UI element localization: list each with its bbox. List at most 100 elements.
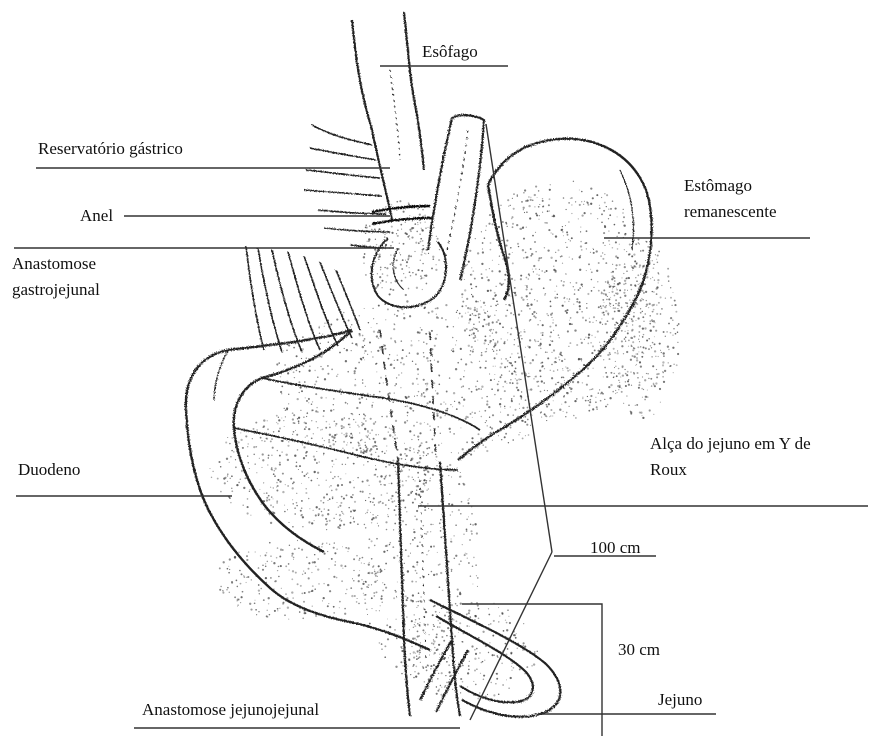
stipple-dot bbox=[463, 405, 464, 406]
stipple-dot bbox=[349, 481, 351, 483]
stipple-dot bbox=[296, 355, 298, 357]
stipple-dot bbox=[664, 370, 666, 372]
stipple-dot bbox=[553, 319, 554, 320]
stipple-dot bbox=[532, 313, 534, 315]
stipple-dot bbox=[642, 417, 644, 419]
stipple-dot bbox=[423, 277, 424, 278]
stipple-dot bbox=[584, 212, 586, 214]
stipple-dot bbox=[289, 545, 290, 546]
stipple-dot bbox=[284, 505, 285, 506]
stipple-dot bbox=[523, 623, 524, 624]
stipple-dot bbox=[362, 583, 364, 585]
stipple-dot bbox=[359, 432, 360, 433]
stipple-dot bbox=[384, 234, 385, 235]
stipple-dot bbox=[653, 309, 655, 311]
stipple-dot bbox=[379, 610, 380, 611]
stipple-dot bbox=[424, 307, 426, 309]
stipple-dot bbox=[401, 340, 403, 342]
stipple-dot bbox=[502, 613, 504, 615]
stipple-dot bbox=[540, 320, 541, 321]
ring-band-drawing bbox=[372, 206, 432, 224]
stipple-dot bbox=[608, 298, 610, 300]
stipple-dot bbox=[654, 343, 656, 345]
stipple-dot bbox=[392, 289, 394, 291]
stipple-dot bbox=[423, 483, 425, 485]
stipple-dot bbox=[418, 461, 420, 463]
stipple-dot bbox=[417, 636, 419, 638]
stipple-dot bbox=[317, 478, 318, 479]
stipple-dot bbox=[504, 366, 506, 368]
stipple-dot bbox=[404, 563, 405, 564]
stipple-dot bbox=[350, 587, 352, 589]
stipple-dot bbox=[489, 329, 491, 331]
stipple-dot bbox=[407, 666, 408, 667]
stipple-dot bbox=[348, 507, 350, 509]
stipple-dot bbox=[254, 463, 256, 465]
stipple-dot bbox=[488, 608, 489, 609]
stipple-dot bbox=[561, 404, 562, 405]
stipple-dot bbox=[606, 376, 608, 378]
stipple-dot bbox=[408, 396, 410, 398]
stipple-dot bbox=[402, 665, 404, 667]
stipple-dot bbox=[538, 278, 540, 280]
stipple-dot bbox=[635, 277, 636, 278]
stipple-dot bbox=[303, 457, 305, 459]
stipple-dot bbox=[515, 637, 517, 639]
stipple-dot bbox=[452, 618, 453, 619]
stipple-dot bbox=[526, 227, 527, 228]
stipple-dot bbox=[646, 276, 648, 278]
stipple-dot bbox=[583, 364, 585, 366]
stipple-dot bbox=[437, 552, 438, 553]
stipple-dot bbox=[410, 344, 412, 346]
stipple-dot bbox=[231, 450, 232, 451]
stipple-dot bbox=[526, 277, 528, 279]
stipple-dot bbox=[656, 369, 657, 370]
stipple-dot bbox=[570, 240, 571, 241]
stipple-dot bbox=[673, 372, 674, 373]
stipple-dot bbox=[388, 464, 390, 466]
stipple-dot bbox=[466, 298, 468, 300]
stipple-dot bbox=[638, 284, 639, 285]
stipple-dot bbox=[294, 513, 296, 515]
stipple-dot bbox=[258, 611, 259, 612]
stipple-dot bbox=[381, 287, 382, 288]
stipple-dot bbox=[391, 204, 392, 205]
stipple-dot bbox=[615, 303, 616, 304]
stipple-dot bbox=[382, 582, 383, 583]
stipple-dot bbox=[444, 415, 445, 416]
stipple-dot bbox=[533, 315, 535, 317]
stipple-dot bbox=[345, 547, 347, 549]
stipple-dot bbox=[247, 506, 249, 508]
stipple-dot bbox=[508, 253, 510, 255]
stipple-dot bbox=[377, 580, 378, 581]
stipple-dot bbox=[277, 608, 279, 610]
stipple-dot bbox=[633, 316, 635, 318]
stipple-dot bbox=[426, 383, 428, 385]
stipple-dot bbox=[352, 447, 353, 448]
stipple-dot bbox=[552, 322, 553, 323]
stipple-dot bbox=[549, 344, 551, 346]
stipple-dot bbox=[465, 305, 467, 307]
stipple-dot bbox=[652, 365, 654, 367]
stipple-dot bbox=[401, 229, 402, 230]
stipple-dot bbox=[513, 395, 515, 397]
stipple-dot bbox=[624, 295, 626, 297]
stipple-dot bbox=[461, 501, 463, 503]
stipple-dot bbox=[342, 464, 343, 465]
stipple-dot bbox=[342, 428, 343, 429]
stipple-dot bbox=[449, 494, 450, 495]
stipple-dot bbox=[526, 288, 528, 290]
stipple-dot bbox=[570, 282, 571, 283]
stipple-dot bbox=[322, 368, 324, 370]
stipple-dot bbox=[584, 243, 585, 244]
stipple-dot bbox=[334, 421, 336, 423]
stipple-dot bbox=[640, 346, 641, 347]
stipple-dot bbox=[546, 404, 547, 405]
stipple-dot bbox=[341, 425, 343, 427]
stipple-dot bbox=[386, 275, 388, 277]
stipple-dot bbox=[645, 313, 646, 314]
stipple-dot bbox=[440, 527, 441, 528]
stipple-dot bbox=[315, 393, 317, 395]
stipple-dot bbox=[363, 581, 364, 582]
stipple-dot bbox=[339, 601, 341, 603]
